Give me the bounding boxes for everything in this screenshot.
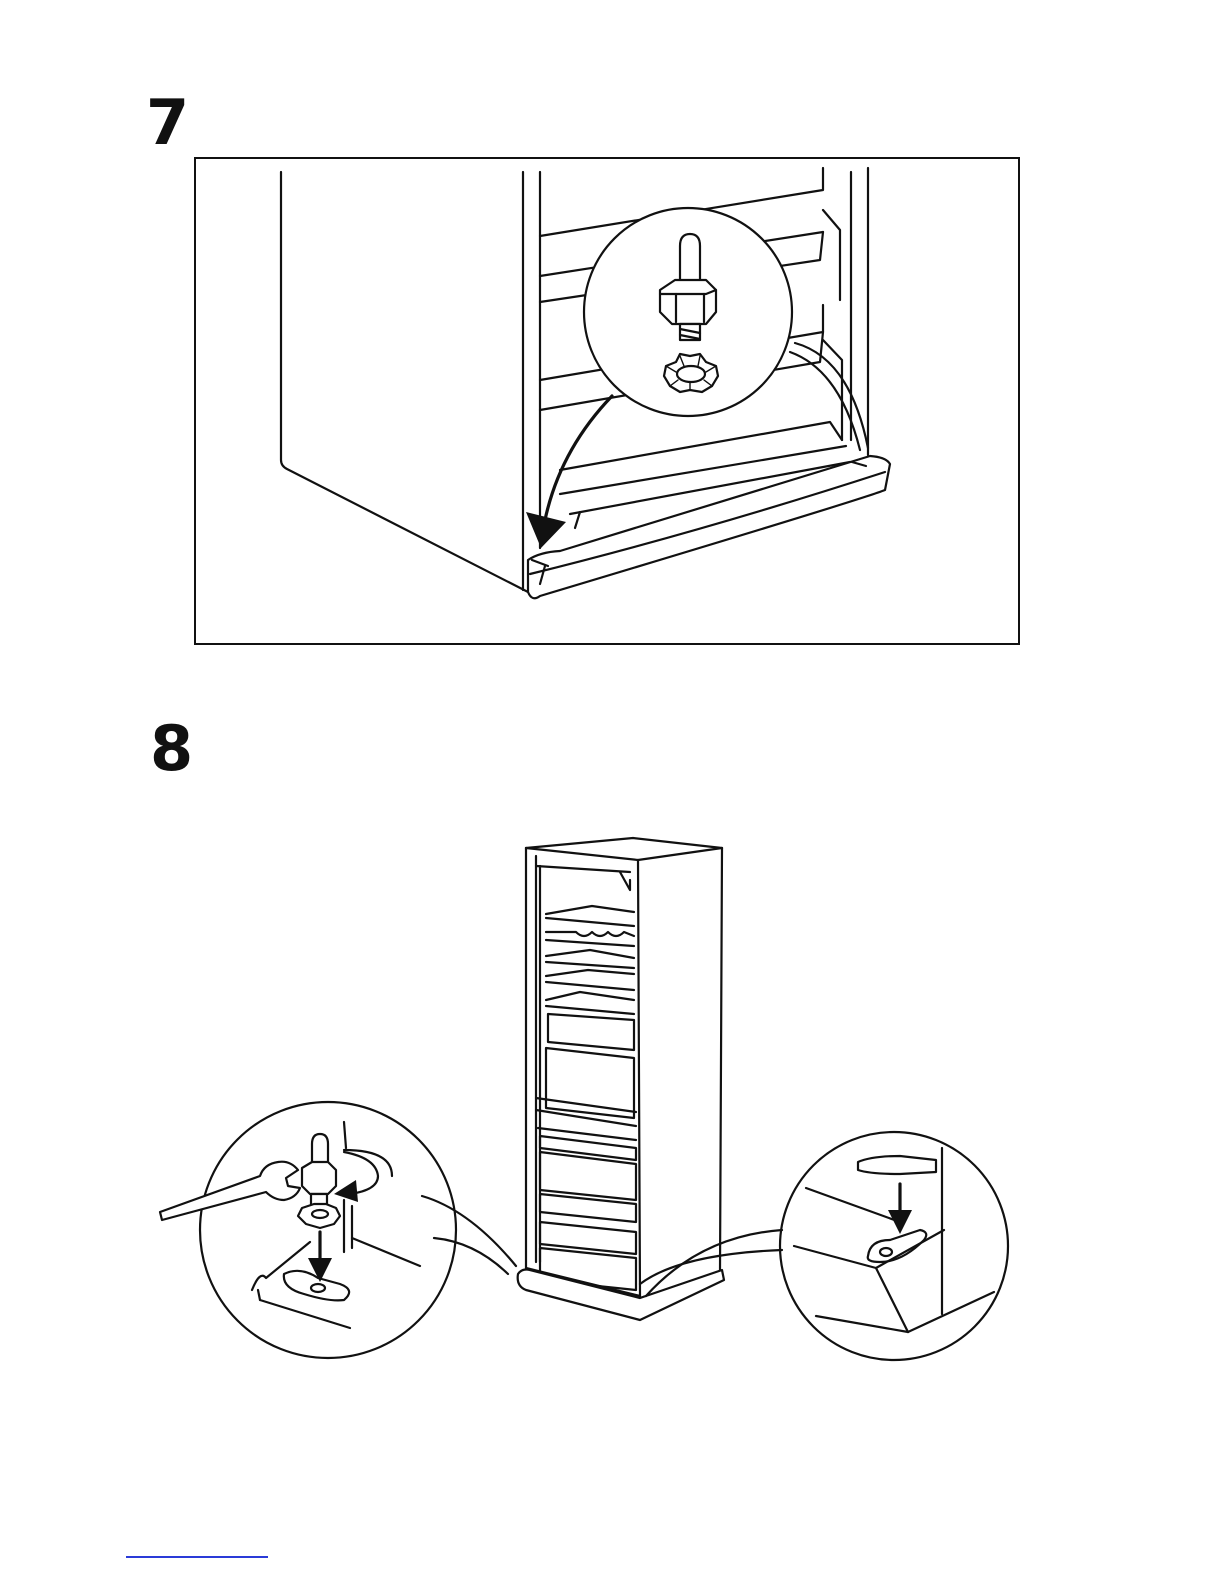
step-7-panel [195, 158, 1019, 644]
fridge-illustration [518, 838, 724, 1320]
step-8-fridge [160, 838, 1008, 1360]
footer-link-underline[interactable] [126, 1556, 268, 1558]
hinge-cover-cap-icon [858, 1156, 936, 1174]
